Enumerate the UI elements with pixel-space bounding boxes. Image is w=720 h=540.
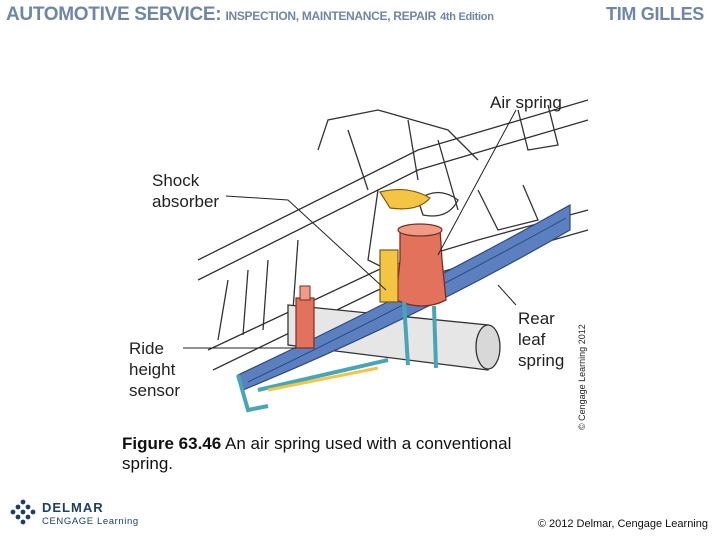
- leader-lines: [183, 109, 517, 349]
- label-rear-leaf-spring: Rear leaf spring: [518, 309, 565, 370]
- shock-absorber-part: [379, 188, 431, 303]
- figure-number: Figure 63.46: [122, 434, 222, 453]
- publisher-logo: DELMAR CENGAGE Learning: [8, 498, 138, 532]
- figure-caption: Figure 63.46 An air spring used with a c…: [122, 434, 562, 474]
- label-ride-height-sensor: Ride height sensor: [129, 339, 181, 400]
- delmar-logo-icon: [10, 499, 36, 525]
- book-title: AUTOMOTIVE SERVICE: INSPECTION, MAINTENA…: [6, 4, 494, 26]
- image-credit: © Cengage Learning 2012: [577, 324, 587, 430]
- slide-header: AUTOMOTIVE SERVICE: INSPECTION, MAINTENA…: [0, 0, 720, 30]
- label-shock-absorber: Shock absorber: [152, 171, 220, 211]
- author-name: TIM GILLES: [606, 4, 704, 24]
- figure-caption-text: An air spring used with a conventional s…: [122, 434, 512, 473]
- air-spring-bellows: [395, 223, 447, 307]
- logo-subtitle: CENGAGE Learning: [42, 516, 139, 527]
- logo-name: DELMAR: [42, 500, 104, 515]
- book-title-main: AUTOMOTIVE SERVICE:: [6, 4, 222, 25]
- suspension-illustration: Air spring Shock absorber Ride height se…: [118, 90, 608, 430]
- axle-tube: [287, 304, 501, 371]
- ride-height-sensor-part: [295, 285, 315, 349]
- copyright-notice: © 2012 Delmar, Cengage Learning: [537, 518, 708, 530]
- book-edition: 4th Edition: [440, 11, 494, 23]
- sensor-link: [267, 366, 379, 392]
- label-air-spring: Air spring: [490, 93, 562, 112]
- air-spring-diagram: [183, 99, 589, 413]
- book-title-sub: INSPECTION, MAINTENANCE, REPAIR: [225, 9, 436, 23]
- spring-brackets: [236, 301, 438, 413]
